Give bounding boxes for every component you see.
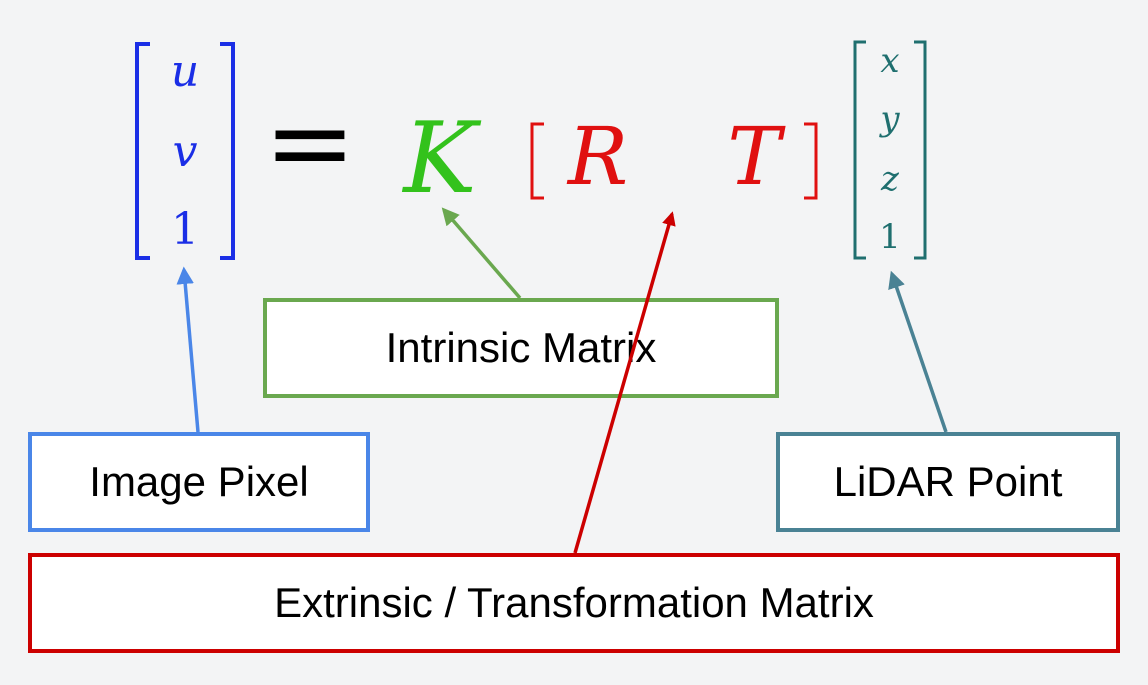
extrinsic-left-bracket bbox=[530, 122, 544, 200]
arrow-intrinsic bbox=[441, 207, 522, 300]
extrinsic-right-bracket bbox=[804, 122, 818, 200]
pixel-left-bracket bbox=[135, 42, 150, 260]
point-vector: x y z 1 bbox=[853, 40, 927, 260]
pixel-one: 1 bbox=[171, 204, 199, 255]
lidar-point-label: LiDAR Point bbox=[776, 432, 1120, 532]
translation-symbol-t: T bbox=[727, 110, 786, 203]
arrow-image-pixel bbox=[176, 266, 200, 433]
point-z: z bbox=[880, 159, 900, 199]
point-x: x bbox=[880, 41, 899, 81]
image-pixel-label: Image Pixel bbox=[28, 432, 370, 532]
pixel-vector: u v 1 bbox=[135, 42, 235, 260]
pixel-right-bracket bbox=[220, 42, 235, 260]
point-one: 1 bbox=[879, 217, 901, 257]
arrow-lidar bbox=[888, 270, 948, 433]
pixel-u: u bbox=[171, 46, 199, 97]
intrinsic-matrix-label: Intrinsic Matrix bbox=[263, 298, 779, 398]
point-right-bracket bbox=[914, 40, 927, 260]
extrinsic-matrix-label: Extrinsic / Transformation Matrix bbox=[28, 553, 1120, 653]
point-y: y bbox=[878, 99, 900, 139]
intrinsic-symbol-k: K bbox=[401, 102, 481, 216]
pixel-v: v bbox=[173, 126, 198, 177]
rotation-symbol-r: R bbox=[566, 110, 628, 203]
equals-sign: = bbox=[264, 78, 356, 206]
point-left-bracket bbox=[853, 40, 866, 260]
extrinsic-matrix: R T bbox=[530, 110, 818, 203]
